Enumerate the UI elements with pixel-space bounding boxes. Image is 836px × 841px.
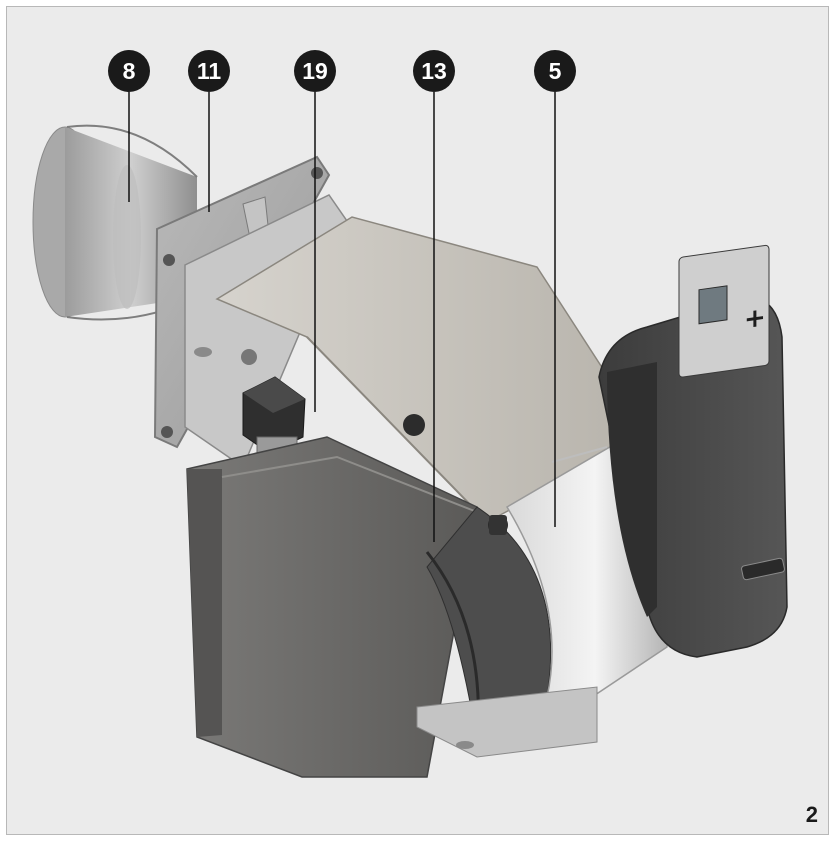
volute-ring <box>425 506 552 748</box>
fan-housing <box>186 436 478 778</box>
callout-5: 5 <box>534 50 576 92</box>
figure-frame: + 8 11 19 13 5 2 <box>6 6 829 835</box>
svg-text:+: + <box>744 302 766 335</box>
callout-11: 11 <box>188 50 230 92</box>
figure-number: 2 <box>805 802 818 827</box>
burner-illustration: + <box>32 124 788 778</box>
callout-8: 8 <box>108 50 150 92</box>
base-plate <box>416 686 598 758</box>
callout-19: 19 <box>294 50 336 92</box>
callout-13: 13 <box>413 50 455 92</box>
control-box: + <box>598 244 788 658</box>
